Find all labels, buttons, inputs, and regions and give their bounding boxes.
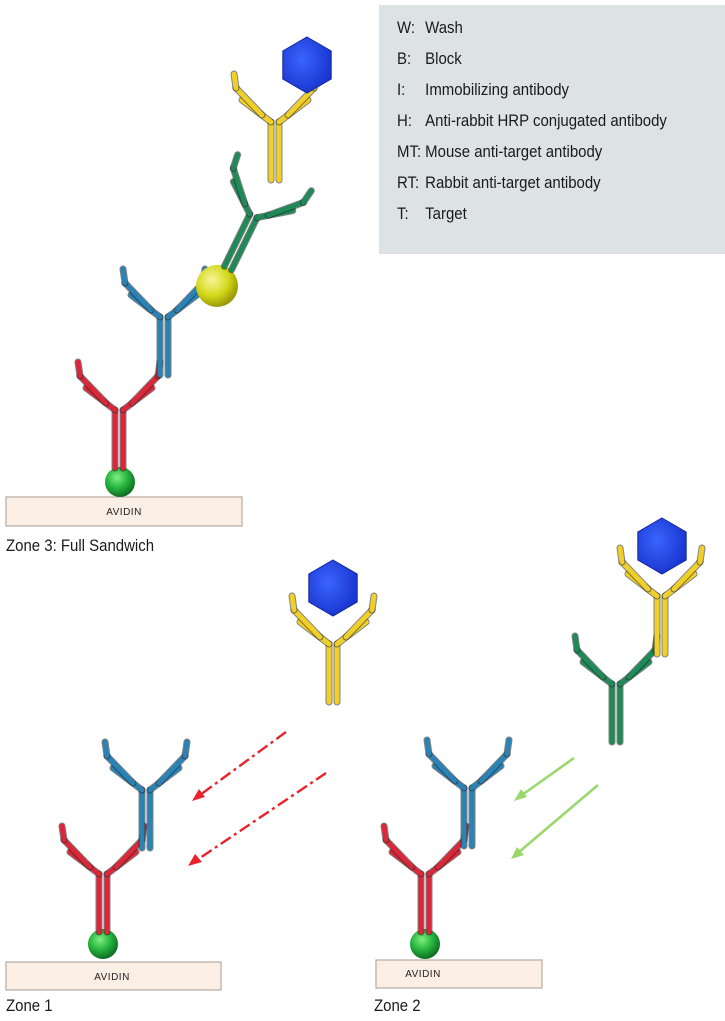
legend-label: Anti-rabbit HRP conjugated antibody <box>425 111 667 130</box>
blue-hexagon-icon <box>637 517 687 575</box>
immobilizing-antibody-icon <box>380 822 470 936</box>
target-sphere-icon <box>196 265 238 307</box>
legend-key: W: <box>397 18 416 37</box>
legend-item-rabbit: RT: Rabbit anti-target antibody <box>397 170 686 201</box>
zone-2-label: Zone 2 <box>374 996 421 1015</box>
avidin-base: AVIDIN <box>5 961 222 991</box>
mouse-antibody-icon <box>101 738 191 852</box>
green-arrow-binding <box>511 784 599 859</box>
legend-item-mouse: MT:Mouse anti-target antibody <box>397 139 686 170</box>
legend-key: MT: <box>397 142 422 161</box>
zone-3-full-sandwich: AVIDIN <box>5 36 332 527</box>
zone-2: AVIDIN <box>375 517 706 989</box>
legend-key: B: <box>397 49 412 68</box>
green-bead-icon <box>105 467 135 497</box>
legend-label: Rabbit anti-target antibody <box>425 173 601 192</box>
immobilizing-antibody-icon <box>74 358 164 472</box>
blue-hexagon-icon <box>282 36 332 94</box>
legend-label: Wash <box>425 18 463 37</box>
legend-label: Immobilizing antibody <box>425 80 570 99</box>
legend-key: T: <box>397 204 409 223</box>
legend-label: Block <box>425 49 462 68</box>
avidin-label: AVIDIN <box>94 972 130 983</box>
legend-label: Target <box>425 204 467 223</box>
blue-hexagon-icon <box>308 559 358 617</box>
mouse-antibody-icon <box>119 265 209 379</box>
green-bead-icon <box>410 929 440 959</box>
legend-key: RT: <box>397 173 420 192</box>
legend-box: W: Wash B: Block I: Immobilizing antibody H… <box>379 5 725 254</box>
hrp-antibody-icon <box>616 544 706 658</box>
legend-item-immobilizing: I: Immobilizing antibody <box>397 77 686 108</box>
avidin-label: AVIDIN <box>106 507 142 518</box>
zone-1-label: Zone 1 <box>6 996 53 1015</box>
dashed-arrow-no-binding <box>188 772 327 866</box>
dashed-arrow-no-binding <box>192 731 287 801</box>
zone-1: AVIDIN <box>5 559 378 991</box>
rabbit-antibody-icon <box>571 632 661 746</box>
immobilizing-antibody-icon <box>58 822 148 936</box>
legend-label: Mouse anti-target antibody <box>425 142 603 161</box>
rabbit-antibody-icon <box>220 151 315 274</box>
zone-3-label: Zone 3: Full Sandwich <box>6 536 155 555</box>
legend-key: H: <box>397 111 412 130</box>
legend-item-wash: W: Wash <box>397 15 686 46</box>
mouse-antibody-icon <box>423 736 513 850</box>
green-arrow-binding <box>514 756 575 801</box>
legend-item-target: T: Target <box>397 201 686 232</box>
legend-item-hrp: H: Anti-rabbit HRP conjugated antibody <box>397 108 686 139</box>
hrp-antibody-icon <box>288 592 378 706</box>
avidin-label: AVIDIN <box>405 969 441 980</box>
green-bead-icon <box>88 929 118 959</box>
legend-item-block: B: Block <box>397 46 686 77</box>
avidin-base: AVIDIN <box>5 496 243 527</box>
legend-key: I: <box>397 80 406 99</box>
avidin-base: AVIDIN <box>375 959 543 989</box>
